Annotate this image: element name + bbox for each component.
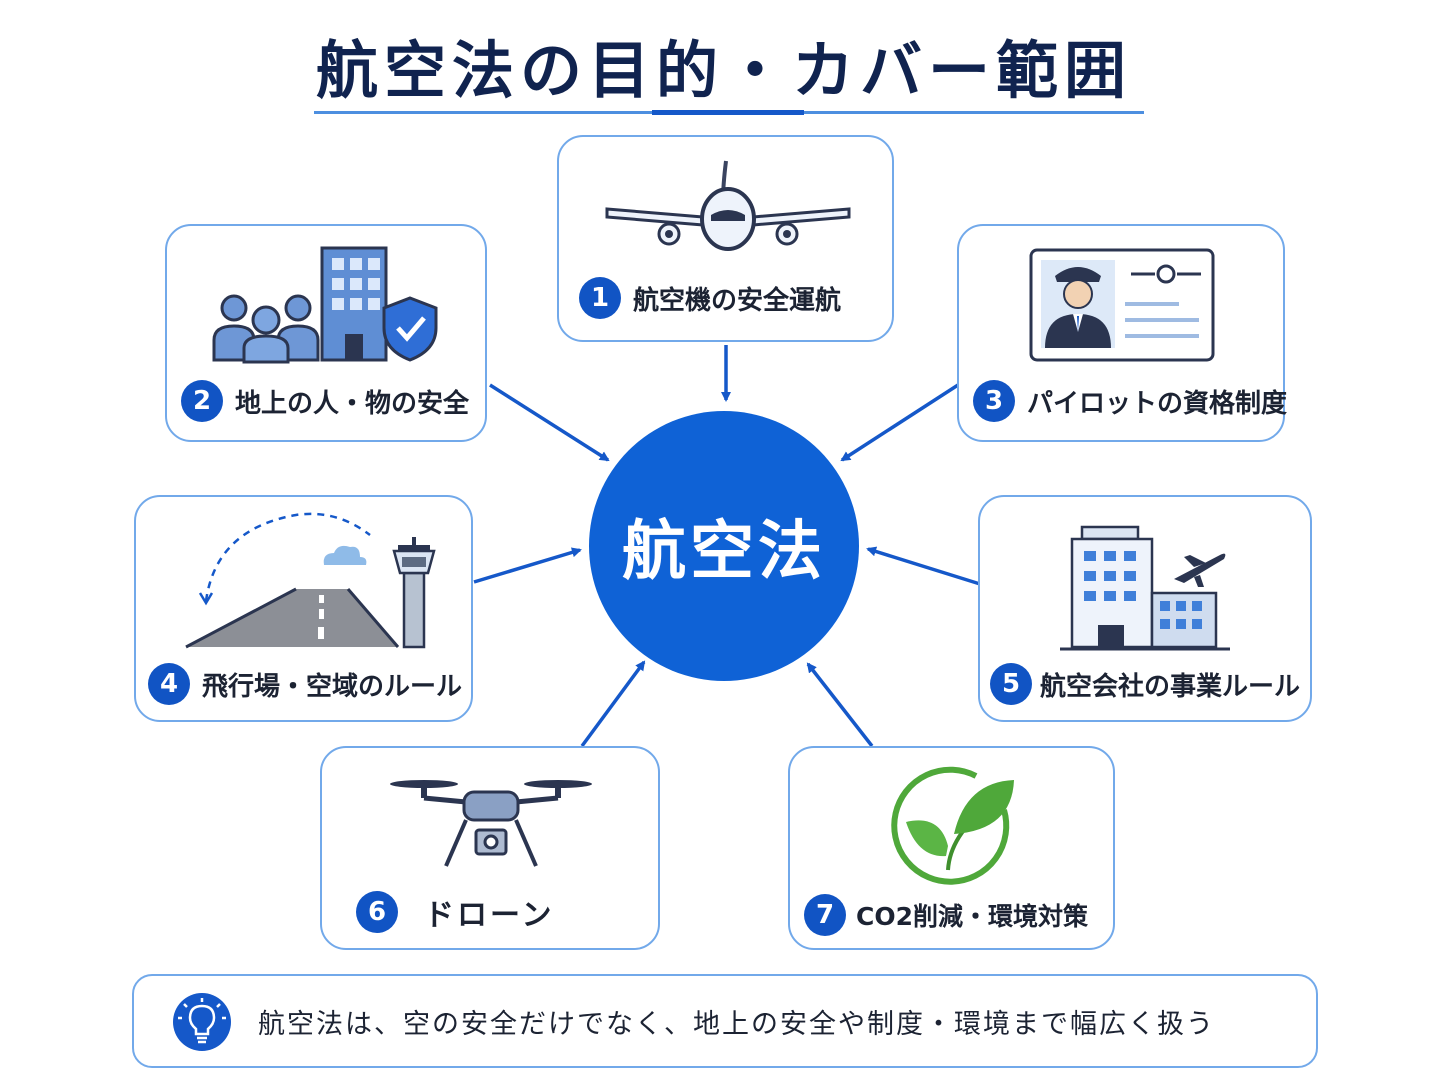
item-2-label: 地上の人・物の安全 [235, 388, 470, 419]
arrow-3 [840, 383, 959, 462]
item-3-label: パイロットの資格制度 [1027, 388, 1288, 419]
lightbulb-icon [173, 993, 231, 1051]
page-title: 航空法の目的・カバー範囲 [315, 34, 1132, 107]
arrow-5 [866, 546, 981, 586]
hub-circle: 航空法 [589, 411, 859, 681]
card-5-airline-business: 5 航空会社の事業ルール [978, 495, 1312, 722]
item-2-number: 2 [181, 380, 223, 422]
item-7-number: 7 [804, 894, 846, 936]
arrow-4 [473, 547, 582, 584]
airline-office-icon [1060, 525, 1230, 651]
card-4-airfield-airspace: 4 飛行場・空域のルール [134, 495, 473, 722]
arrow-6 [580, 660, 646, 748]
arrow-7 [806, 662, 874, 748]
drone-icon [390, 780, 592, 867]
item-5-number: 5 [990, 663, 1032, 705]
leaf-icon [891, 766, 1014, 885]
item-1-number: 1 [579, 277, 621, 319]
item-6-label: ドローン [424, 898, 555, 933]
people-building-shield-icon [212, 246, 438, 364]
airplane-icon [605, 160, 851, 251]
item-7-label: CO2削減・環境対策 [856, 902, 1088, 931]
item-5-label: 航空会社の事業ルール [1040, 671, 1301, 702]
summary-note: 航空法は、空の安全だけでなく、地上の安全や制度・環境まで幅広く扱う [132, 974, 1318, 1068]
arrow-2 [489, 383, 610, 462]
runway-tower-icon [185, 512, 436, 649]
card-1-aircraft-safety: 1 航空機の安全運航 [557, 135, 894, 342]
card-2-ground-safety: 2 地上の人・物の安全 [165, 224, 487, 442]
item-6-number: 6 [356, 891, 398, 933]
title-underline-accent [652, 110, 804, 115]
hub-label: 航空法 [622, 515, 826, 589]
summary-text: 航空法は、空の安全だけでなく、地上の安全や制度・環境まで幅広く扱う [258, 1008, 1215, 1040]
item-3-number: 3 [973, 380, 1015, 422]
card-3-pilot-license: 3 パイロットの資格制度 [957, 224, 1288, 442]
card-6-drone: 6 ドローン [320, 746, 660, 950]
pilot-license-icon [1029, 248, 1215, 362]
item-4-label: 飛行場・空域のルール [202, 671, 463, 702]
item-1-label: 航空機の安全運航 [633, 285, 842, 316]
item-4-number: 4 [148, 663, 190, 705]
card-7-co2-environment: 7 CO2削減・環境対策 [788, 746, 1115, 950]
